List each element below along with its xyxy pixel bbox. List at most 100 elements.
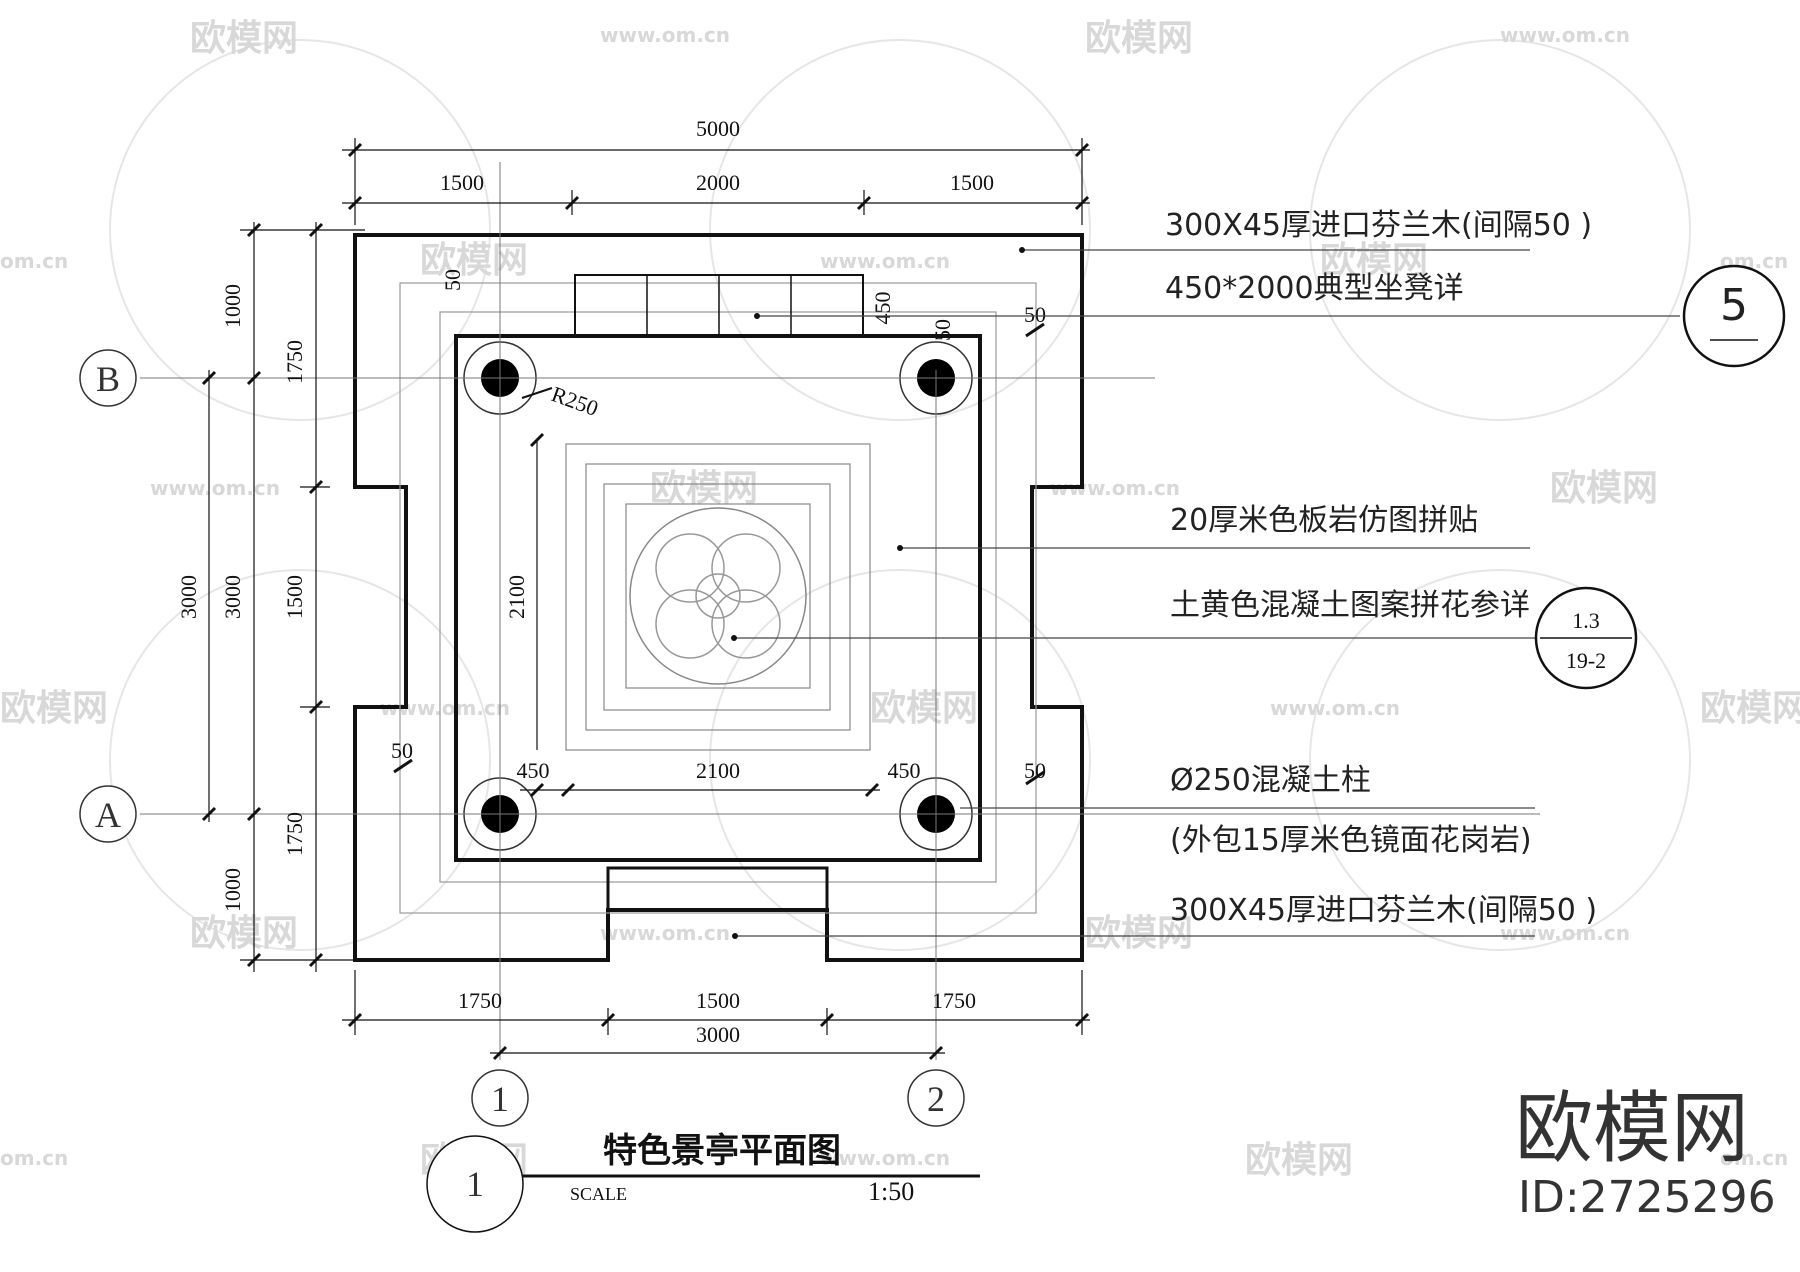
axis-label-b: B bbox=[96, 359, 120, 399]
callout-5 bbox=[1682, 264, 1786, 368]
dim-top-left: 1500 bbox=[440, 170, 484, 195]
title-block: 1 特色景亭平面图 SCALE 1:50 bbox=[426, 1131, 980, 1233]
watermark-brand: 欧模网 bbox=[1085, 18, 1193, 59]
note-slate-tile: 20厚米色板岩仿图拼贴 bbox=[1170, 503, 1478, 538]
callouts: 5 1.3 19-2 bbox=[1534, 264, 1786, 690]
dimension-lines bbox=[208, 138, 1090, 1054]
medallion-circle bbox=[629, 507, 807, 685]
watermark-brand: 欧模网 bbox=[190, 913, 298, 954]
watermark-url: www.om.cn bbox=[820, 249, 950, 273]
dim-left-axis-b: 3000 bbox=[220, 575, 245, 619]
dimension-ticks bbox=[201, 142, 1090, 1061]
dim-gap-50: 50 bbox=[930, 319, 955, 341]
callout-5-label: 5 bbox=[1720, 280, 1748, 331]
leader-lines bbox=[734, 249, 1680, 937]
annotations: 300X45厚进口芬兰木(间隔50 ) 450*2000典型坐凳详 20厚米色板… bbox=[1165, 208, 1597, 928]
dim-bottom-left: 1750 bbox=[458, 988, 502, 1013]
watermark-brand: 欧模网 bbox=[190, 18, 298, 59]
axis-label-a: A bbox=[95, 795, 121, 835]
title-marker bbox=[426, 1135, 524, 1233]
knot-pattern bbox=[655, 533, 781, 659]
dim-gap-50: 50 bbox=[1024, 302, 1046, 327]
axis-lines bbox=[140, 162, 1540, 1060]
watermark-url: www.om.cn bbox=[1500, 23, 1630, 47]
callout-13-bottom: 19-2 bbox=[1566, 648, 1606, 673]
watermark-brand: 欧模网 bbox=[1085, 913, 1193, 954]
watermark-brand: 欧模网 bbox=[1320, 240, 1428, 281]
floor-pattern-4 bbox=[625, 503, 811, 689]
leader-dots bbox=[731, 247, 1025, 939]
watermark-brand: 欧模网 bbox=[1700, 688, 1800, 729]
dim-left-mid-top: 1750 bbox=[282, 340, 307, 384]
dim-left-mid-bottom: 1750 bbox=[282, 812, 307, 856]
dim-inner-left-offset: 450 bbox=[517, 758, 550, 783]
watermark-texts: 欧模网 www.om.cn 欧模网 www.om.cn om.cn 欧模网 ww… bbox=[0, 18, 1800, 1181]
entry-step bbox=[606, 866, 829, 912]
watermark-url: www.om.cn bbox=[820, 1146, 950, 1170]
floor-pattern-3 bbox=[603, 483, 831, 711]
axis-bubbles: B A 1 2 bbox=[79, 349, 965, 1127]
watermark-url: om.cn bbox=[1720, 1146, 1788, 1170]
note-concrete-column: Ø250混凝土柱 bbox=[1170, 763, 1371, 798]
dim-gap-50: 50 bbox=[440, 269, 465, 291]
plan-outline bbox=[353, 233, 1084, 962]
watermark-brand: 欧模网 bbox=[1550, 468, 1658, 509]
watermark-brand: 欧模网 bbox=[420, 240, 528, 281]
watermark-brand: 欧模网 bbox=[1245, 1140, 1353, 1181]
axis-bubble-a bbox=[79, 785, 137, 843]
dim-inner-right-offset: 450 bbox=[888, 758, 921, 783]
note-bench-detail: 450*2000典型坐凳详 bbox=[1165, 271, 1464, 306]
watermark-url: www.om.cn bbox=[1270, 696, 1400, 720]
scale-value: 1:50 bbox=[868, 1177, 914, 1206]
drawing-title: 特色景亭平面图 bbox=[603, 1131, 841, 1171]
callout-13-top: 1.3 bbox=[1572, 608, 1600, 633]
note-finnish-wood-bottom: 300X45厚进口芬兰木(间隔50 ) bbox=[1170, 893, 1597, 928]
dim-inner-vertical: 2100 bbox=[504, 575, 529, 619]
axis-label-2: 2 bbox=[927, 1079, 945, 1119]
dim-bottom-axis: 3000 bbox=[696, 1022, 740, 1047]
axis-bubble-1 bbox=[471, 1069, 529, 1127]
dim-bottom-mid: 1500 bbox=[696, 988, 740, 1013]
dimension-texts: 5000 1500 2000 1500 1750 1500 1750 3000 … bbox=[176, 116, 1046, 1047]
watermark-brand: 欧模网 bbox=[650, 468, 758, 509]
watermark-url: www.om.cn bbox=[1500, 921, 1630, 945]
scale-label: SCALE bbox=[570, 1184, 627, 1204]
watermark-brand: 欧模网 bbox=[870, 688, 978, 729]
watermark-url: om.cn bbox=[0, 249, 68, 273]
dim-top-total: 5000 bbox=[696, 116, 740, 141]
dim-radius: R250 bbox=[548, 381, 601, 421]
dim-left-outer-bottom: 1000 bbox=[220, 868, 245, 912]
dim-left-outer-top: 1000 bbox=[220, 284, 245, 328]
dim-left-axis-a: 3000 bbox=[176, 575, 201, 619]
watermark-brand: 欧模网 bbox=[0, 688, 108, 729]
watermark-url: www.om.cn bbox=[600, 23, 730, 47]
dim-gap-50: 50 bbox=[391, 738, 413, 763]
note-granite-cladding: (外包15厚米色镜面花岗岩) bbox=[1170, 823, 1532, 858]
inner-ring-1 bbox=[399, 282, 1037, 914]
watermark-url: www.om.cn bbox=[150, 476, 280, 500]
outer-platform bbox=[353, 233, 1084, 962]
brand-id: ID:2725296 bbox=[1518, 1172, 1776, 1223]
dim-top-right: 1500 bbox=[950, 170, 994, 195]
dim-bench-depth: 450 bbox=[870, 292, 895, 325]
watermark-url: www.om.cn bbox=[600, 921, 730, 945]
title-marker-label: 1 bbox=[466, 1164, 484, 1204]
axis-label-1: 1 bbox=[491, 1079, 509, 1119]
floor-pattern-1 bbox=[565, 443, 871, 751]
dim-gap-50: 50 bbox=[1024, 758, 1046, 783]
watermark-url: om.cn bbox=[0, 1146, 68, 1170]
dim-bottom-right: 1750 bbox=[932, 988, 976, 1013]
dim-inner-horizontal: 2100 bbox=[696, 758, 740, 783]
axis-bubble-b bbox=[79, 349, 137, 407]
dim-top-mid: 2000 bbox=[696, 170, 740, 195]
watermark-layer bbox=[109, 39, 1691, 951]
axis-bubble-2 bbox=[907, 1069, 965, 1127]
brand-logo-text: 欧模网 bbox=[1515, 1084, 1749, 1174]
note-concrete-pattern: 土黄色混凝土图案拼花参详 bbox=[1170, 588, 1530, 623]
floor-pattern-2 bbox=[585, 463, 851, 731]
brand-mark: 欧模网 ID:2725296 bbox=[1515, 1084, 1776, 1223]
dim-left-mid-center: 1500 bbox=[282, 575, 307, 619]
inner-ring-2 bbox=[439, 311, 997, 883]
note-finnish-wood-top: 300X45厚进口芬兰木(间隔50 ) bbox=[1165, 208, 1592, 243]
